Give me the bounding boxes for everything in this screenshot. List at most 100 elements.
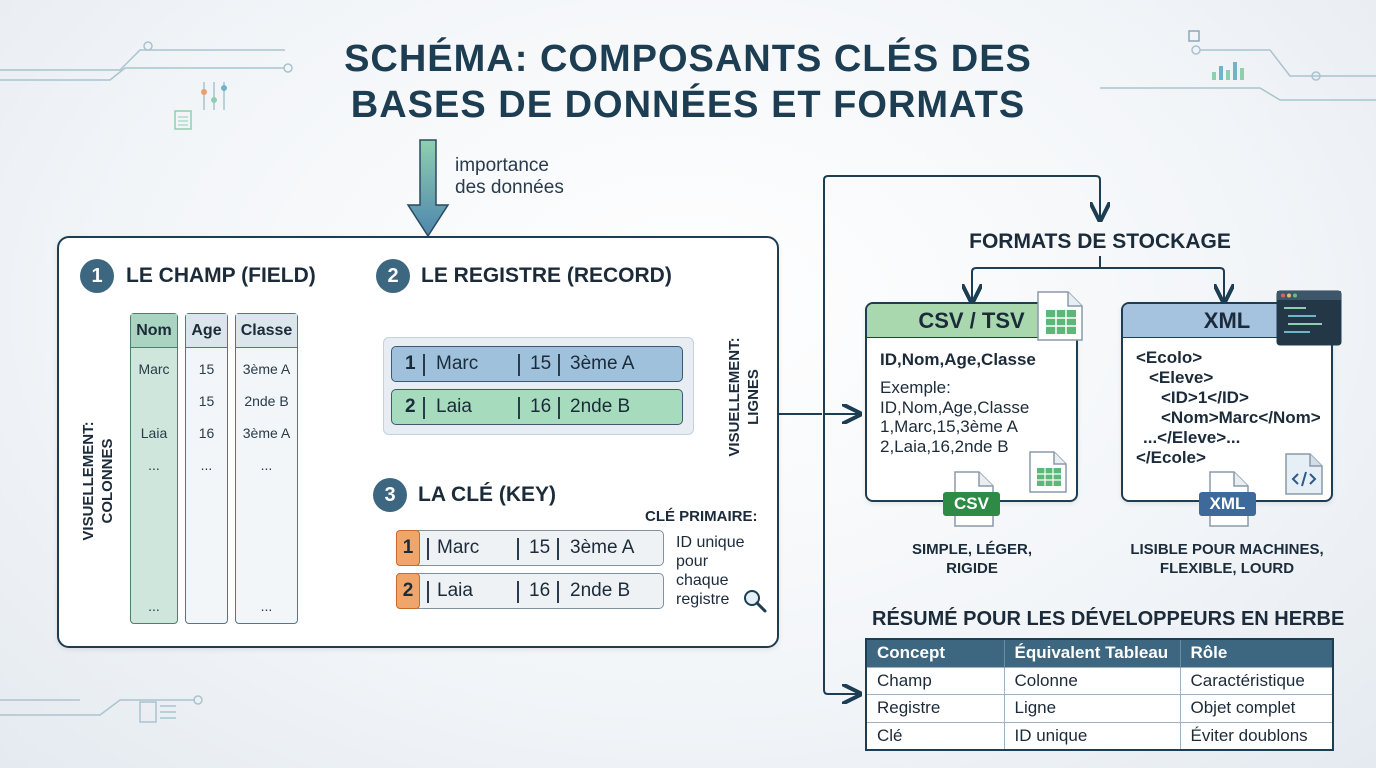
xml-line: <ID>1</ID>	[1161, 388, 1249, 407]
columns-label-line2: COLONNES	[99, 438, 116, 524]
decorative-doc-icon	[174, 110, 192, 135]
summary-header: Équivalent Tableau	[1004, 639, 1181, 667]
column-cell: ...	[148, 457, 160, 473]
field-title: LE CHAMP (FIELD)	[126, 264, 316, 287]
code-editor-icon	[1276, 290, 1342, 351]
summary-row: Champ Colonne Caractéristique	[866, 666, 1334, 695]
spreadsheet-small-icon	[1028, 450, 1068, 499]
column-cell: 3ème A	[242, 425, 291, 441]
decorative-sliders-icon	[198, 80, 234, 121]
rows-visual-label: VISUELLEMENT: LIGNES	[725, 317, 763, 477]
summary-header-row: Concept Équivalent Tableau Rôle	[866, 639, 1334, 667]
importance-line1: importance	[455, 155, 549, 176]
column-header-age: Age	[186, 314, 227, 348]
key-number-badge: 3	[373, 478, 407, 512]
record-classe: 2nde B	[570, 396, 631, 417]
page-title: SCHÉMA: COMPOSANTS CLÉS DES BASES DE DON…	[0, 36, 1376, 128]
record-name: Laia	[436, 396, 472, 417]
rows-label-line1: VISUELLEMENT:	[726, 337, 743, 457]
importance-line2: des données	[455, 177, 564, 198]
xml-line: <Eleve>	[1149, 368, 1214, 387]
csv-caption-line: SIMPLE, LÉGER,	[911, 541, 1032, 558]
key-age: 16	[529, 580, 551, 601]
key-age: 15	[529, 537, 551, 558]
column-nom: Nom Marc Laia ... ...	[130, 313, 178, 624]
column-cell: 15	[198, 393, 215, 409]
column-cell: 3ème A	[242, 361, 291, 377]
key-desc-line: ID unique	[676, 534, 745, 551]
key-title: LA CLÉ (KEY)	[418, 483, 557, 506]
column-cell: ...	[260, 598, 273, 614]
primary-key-description: ID unique pour chaque registre	[676, 533, 745, 609]
formats-title: FORMATS DE STOCKAGE	[969, 230, 1231, 253]
key-name: Laia	[437, 580, 473, 601]
decorative-grid-icon	[138, 700, 178, 729]
rows-label-line2: LIGNES	[745, 369, 762, 425]
summary-cell: Colonne	[1004, 666, 1181, 695]
csv-caption-line: RIGIDE	[946, 560, 998, 577]
record-classe: 3ème A	[570, 353, 635, 374]
record-age: 16	[530, 396, 552, 417]
record-id: 1	[405, 353, 416, 374]
key-desc-line: registre	[676, 591, 730, 608]
record-title: LE REGISTRE (RECORD)	[421, 264, 672, 287]
csv-file-tag: CSV	[943, 492, 1000, 516]
columns-visual-label: VISUELLEMENT: COLONNES	[79, 401, 117, 561]
column-cell: ...	[260, 457, 273, 473]
csv-caption: SIMPLE, LÉGER, RIGIDE	[870, 540, 1074, 578]
key-classe: 3ème A	[570, 537, 635, 558]
column-cell: 16	[198, 425, 215, 441]
summary-cell: Clé	[866, 721, 1005, 750]
csv-line: ID,Nom,Age,Classe	[880, 398, 1030, 417]
key-row: 1 Marc 15 3ème A	[396, 529, 664, 566]
magnifier-icon	[742, 588, 768, 619]
xml-caption: LISIBLE POUR MACHINES, FLEXIBLE, LOURD	[1110, 540, 1344, 578]
summary-cell: Éviter doublons	[1180, 721, 1334, 750]
xml-file-tag: XML	[1199, 492, 1256, 516]
decorative-bars-icon	[1212, 60, 1256, 85]
column-header-nom: Nom	[131, 314, 177, 348]
key-classe: 2nde B	[570, 580, 631, 601]
page-title-line1: SCHÉMA: COMPOSANTS CLÉS DES	[344, 38, 1032, 80]
column-age: Age 15 15 16 ...	[185, 313, 228, 624]
summary-cell: Registre	[866, 694, 1005, 722]
key-desc-line: pour	[676, 553, 709, 570]
csv-line: 1,Marc,15,3ème A	[880, 417, 1018, 436]
summary-cell: Caractéristique	[1180, 666, 1334, 695]
summary-cell: Ligne	[1004, 694, 1181, 722]
summary-row: Clé ID unique Éviter doublons	[866, 721, 1334, 750]
record-row: 1 Marc 15 3ème A	[391, 346, 683, 382]
column-cell: ...	[148, 598, 160, 614]
record-age: 15	[530, 353, 552, 374]
csv-line: Exemple:	[880, 378, 951, 397]
columns-label-line1: VISUELLEMENT:	[80, 421, 97, 541]
importance-arrow	[406, 139, 450, 238]
xml-line: ...</Eleve>...	[1143, 428, 1241, 447]
summary-table: Concept Équivalent Tableau Rôle Champ Co…	[865, 638, 1334, 751]
record-id: 2	[405, 396, 416, 417]
primary-key-cell: 1	[396, 529, 420, 566]
decorative-chip-icon	[1186, 28, 1202, 49]
column-classe: Classe 3ème A 2nde B 3ème A ... ...	[235, 313, 298, 624]
column-cell: Marc	[138, 361, 170, 377]
csv-line: 2,Laia,16,2nde B	[880, 437, 1009, 456]
record-name: Marc	[436, 353, 479, 374]
column-cell: ...	[200, 457, 213, 473]
column-header-classe: Classe	[236, 314, 297, 348]
key-row: 2 Laia 16 2nde B	[396, 572, 664, 609]
field-number-badge: 1	[80, 259, 114, 293]
xml-caption-line: FLEXIBLE, LOURD	[1159, 560, 1295, 577]
summary-header: Rôle	[1180, 639, 1334, 667]
summary-cell: Champ	[866, 666, 1005, 695]
importance-label: importance des données	[455, 155, 564, 199]
summary-header: Concept	[866, 639, 1005, 667]
summary-cell: Objet complet	[1180, 694, 1334, 722]
csv-header-line: ID,Nom,Age,Classe	[880, 350, 1036, 369]
key-name: Marc	[437, 537, 480, 558]
summary-cell: ID unique	[1004, 721, 1181, 750]
summary-title: RÉSUMÉ POUR LES DÉVELOPPEURS EN HERBE	[872, 608, 1345, 630]
spreadsheet-icon	[1036, 290, 1084, 347]
record-row: 2 Laia 16 2nde B	[391, 389, 683, 425]
xml-line: <Nom>Marc</Nom>	[1161, 408, 1321, 427]
column-cell: Laia	[140, 425, 168, 441]
